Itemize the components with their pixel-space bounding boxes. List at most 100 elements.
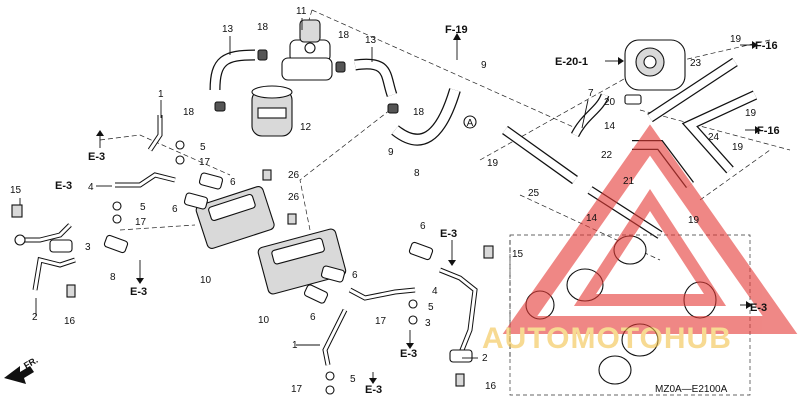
label-16: 16 <box>485 381 497 392</box>
callout-a-marker: A <box>463 115 477 129</box>
label-19: 19 <box>732 142 744 153</box>
ref-f16: F-16 <box>757 125 780 137</box>
label-10: 10 <box>200 275 212 286</box>
label-14: 14 <box>604 121 616 132</box>
pipe-4-upper <box>115 172 176 188</box>
label-18: 18 <box>183 107 195 118</box>
hose-13-left <box>209 49 256 91</box>
label-18: 18 <box>338 30 350 41</box>
label-19: 19 <box>487 158 499 169</box>
hose-7 <box>570 93 610 138</box>
watermark-logo: AUTOMOTOHUB <box>482 124 798 355</box>
label-3: 3 <box>425 318 431 329</box>
ref-e3: E-3 <box>365 384 382 396</box>
label-9: 9 <box>481 60 487 71</box>
label-2: 2 <box>482 353 488 364</box>
label-5: 5 <box>428 302 434 313</box>
ref-e3: E-3 <box>55 180 72 192</box>
pipe-1-upper <box>147 115 163 152</box>
label-20: 20 <box>604 97 616 108</box>
label-7: 7 <box>588 88 594 99</box>
label-6: 6 <box>230 177 236 188</box>
washers-center <box>325 299 418 395</box>
label-1: 1 <box>158 89 164 100</box>
label-8: 8 <box>110 272 116 283</box>
label-4: 4 <box>88 182 94 193</box>
diagram-code: MZ0A—E2100A <box>655 384 728 395</box>
reference-labels: E-3 E-3 E-3 E-3 E-3 E-3 E-3 F-19 F-16 F-… <box>55 24 780 396</box>
exhaust-port-block <box>509 234 751 396</box>
ref-e3: E-3 <box>130 286 147 298</box>
label-22: 22 <box>601 150 613 161</box>
label-13: 13 <box>365 35 377 46</box>
label-15: 15 <box>512 249 524 260</box>
label-5: 5 <box>140 202 146 213</box>
label-17: 17 <box>135 217 147 228</box>
label-5: 5 <box>350 374 356 385</box>
label-24: 24 <box>708 132 720 143</box>
fitting-20 <box>624 94 642 105</box>
label-16: 16 <box>64 316 76 327</box>
svg-text:AUTOMOTOHUB: AUTOMOTOHUB <box>482 322 732 355</box>
label-12: 12 <box>300 122 312 133</box>
label-15: 15 <box>10 185 22 196</box>
label-19: 19 <box>730 34 742 45</box>
label-4: 4 <box>432 286 438 297</box>
bolts-center <box>455 245 494 387</box>
hose-6-pieces-upper <box>103 172 224 254</box>
air-valve-10-lower <box>257 228 347 295</box>
label-11: 11 <box>296 6 307 17</box>
clamp-18-set <box>214 49 399 114</box>
label-18: 18 <box>257 22 269 33</box>
hose-25 <box>681 90 758 174</box>
hose-23 <box>647 57 738 123</box>
valve-assembly-e20 <box>624 39 686 91</box>
label-18: 18 <box>413 107 425 118</box>
label-13: 13 <box>222 24 234 35</box>
purge-solenoid-valve <box>281 19 333 81</box>
label-6: 6 <box>310 312 316 323</box>
ref-e3: E-3 <box>440 228 457 240</box>
ref-f19: F-19 <box>445 24 468 36</box>
label-6: 6 <box>172 204 178 215</box>
pipe-4-lower <box>348 287 416 301</box>
label-17: 17 <box>291 384 303 395</box>
bolts-left <box>11 169 297 298</box>
part-number-labels: 1 1 2 2 3 3 4 4 5 5 5 5 6 6 6 6 6 7 8 8 … <box>10 6 757 395</box>
ref-e3: E-3 <box>88 151 105 163</box>
ref-e20-1: E-20-1 <box>555 56 588 68</box>
front-label: FR. <box>22 355 40 371</box>
ref-e3: E-3 <box>400 348 417 360</box>
label-3: 3 <box>85 242 91 253</box>
label-9: 9 <box>388 147 394 158</box>
label-14: 14 <box>586 213 598 224</box>
label-21: 21 <box>623 176 635 187</box>
hose-8-center <box>391 88 461 146</box>
label-26: 26 <box>288 170 300 181</box>
label-23: 23 <box>690 58 702 69</box>
callout-a-label: A <box>467 118 474 129</box>
tube-24 <box>502 125 578 185</box>
label-6: 6 <box>352 270 358 281</box>
label-19: 19 <box>688 215 700 226</box>
washers-left <box>112 140 185 224</box>
air-valve-10-upper <box>195 186 275 249</box>
pipe-assembly-2-left <box>14 223 76 291</box>
label-2: 2 <box>32 312 38 323</box>
label-25: 25 <box>528 188 540 199</box>
label-26: 26 <box>288 192 300 203</box>
label-10: 10 <box>258 315 270 326</box>
label-17: 17 <box>199 157 211 168</box>
label-17: 17 <box>375 316 387 327</box>
leader-lines <box>19 18 589 359</box>
canister-12 <box>251 85 293 137</box>
label-5: 5 <box>200 142 206 153</box>
ref-e3: E-3 <box>750 302 767 314</box>
pipe-2-lower <box>439 267 478 363</box>
ref-f16: F-16 <box>755 40 778 52</box>
front-direction-arrow: FR. <box>4 355 40 384</box>
label-19: 19 <box>745 108 757 119</box>
hose-6-pieces-lower <box>303 241 434 304</box>
hose-13-right <box>354 58 398 97</box>
label-1: 1 <box>292 340 298 351</box>
